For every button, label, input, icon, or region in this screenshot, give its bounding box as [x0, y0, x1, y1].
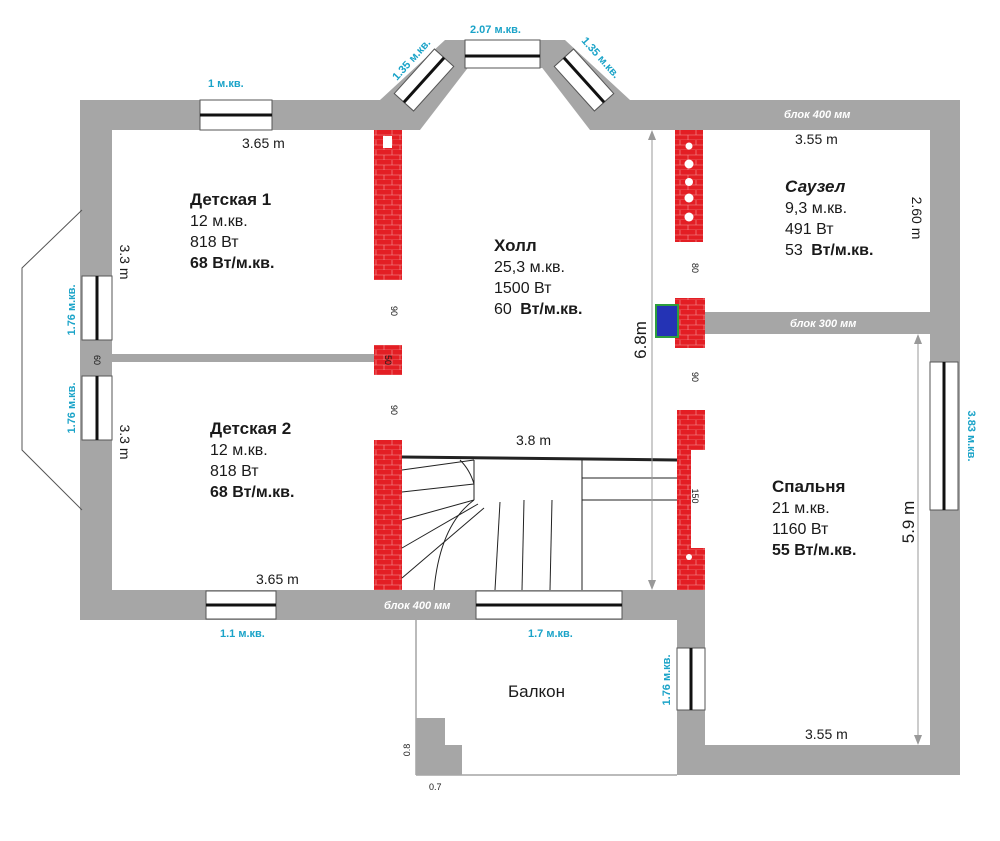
radiator-label-hall-small: 50 [383, 355, 393, 365]
room-hall-title: Холл [494, 236, 537, 255]
brick-column-bedroom-low [677, 548, 705, 590]
wall-bedroom-bottom [677, 745, 960, 775]
window-label-bay-center: 2.07 м.кв. [470, 24, 521, 36]
radiator-label-right-lower: 150 [690, 488, 700, 503]
windows [81, 39, 959, 711]
window-label-hall-bottom: 1.7 м.кв. [528, 628, 573, 640]
room-kids1-area: 12 м.кв. [190, 213, 248, 230]
window-hall-bottom[interactable] [475, 590, 623, 620]
dim-step-width: 0.7 [429, 782, 442, 792]
wall-inner-bath [700, 312, 930, 334]
window-bay-center[interactable] [464, 39, 541, 69]
window-label-kids1-top: 1 м.кв. [208, 78, 244, 90]
room-hall-area: 25,3 м.кв. [494, 259, 565, 276]
window-kids2-bottom[interactable] [205, 590, 277, 620]
room-kids2-title: Детская 2 [210, 419, 291, 438]
room-kids1-power: 818 Вт [190, 234, 239, 251]
room-bedroom-density: 55 Вт/м.кв. [772, 542, 856, 559]
balcony-outline [415, 620, 677, 776]
room-bath-density-value: 53 [785, 242, 803, 259]
room-bedroom-power: 1160 Вт [772, 521, 829, 538]
brick-column-hall-small [374, 345, 402, 375]
window-label-west-lower: 1.76 м.кв. [66, 383, 78, 434]
room-hall-power: 1500 Вт [494, 280, 552, 297]
bay-outline-west [21, 209, 83, 511]
dim-bath-width: 3.55 m [795, 131, 838, 147]
window-west-upper[interactable] [81, 275, 113, 341]
room-hall-density: 60 Вт/м.кв. [494, 301, 582, 318]
window-bedroom-east[interactable] [929, 361, 959, 511]
dimension-labels: 3.65 m 3.3 m 3.65 m 3.3 m 3.55 m 2.60 m … [117, 131, 925, 792]
room-bath-density-unit: Вт/м.кв. [811, 242, 873, 259]
room-bath-area: 9,3 м.кв. [785, 200, 847, 217]
dim-bath-height: 2.60 m [909, 197, 925, 240]
window-west-lower[interactable] [81, 375, 113, 441]
room-hall-density-value: 60 [494, 301, 512, 318]
radiator-label-hall-gap: 90 [389, 306, 399, 316]
room-bath-title: Саузел [785, 177, 846, 196]
room-kids1-title: Детская 1 [190, 190, 271, 209]
room-balcony-title: Балкон [508, 682, 565, 701]
room-hall: Холл 25,3 м.кв. 1500 Вт 60 Вт/м.кв. [494, 236, 582, 318]
wall-west [80, 100, 112, 620]
room-bedroom-area: 21 м.кв. [772, 500, 830, 517]
block-label-bottom: блок 400 мм [384, 600, 450, 612]
brick-column-bedroom [677, 410, 705, 450]
room-kids2-area: 12 м.кв. [210, 442, 268, 459]
radiator-label-west-gap: 60 [92, 355, 102, 365]
dim-kids2-width: 3.65 m [256, 571, 299, 587]
window-label-kids2-bottom: 1.1 м.кв. [220, 628, 265, 640]
dim-hall-height: 6.8m [631, 321, 650, 359]
dim-bedroom-height: 5.9 m [899, 501, 918, 544]
wall-kids-divider [112, 354, 374, 362]
room-kids1-density: 68 Вт/м.кв. [190, 255, 274, 272]
radiator-label-right-upper: 80 [690, 263, 700, 273]
window-bay-left[interactable] [393, 48, 455, 112]
room-bedroom: Спальня 21 м.кв. 1160 Вт 55 Вт/м.кв. [772, 477, 856, 559]
room-kids1: Детская 1 12 м.кв. 818 Вт 68 Вт/м.кв. [190, 190, 274, 272]
radiator-labels: 90 50 90 80 90 150 60 [92, 263, 700, 504]
window-label-bedroom-east: 3.83 м.кв. [965, 411, 977, 462]
dim-bedroom-width: 3.55 m [805, 726, 848, 742]
radiator-label-hall-gap2: 90 [389, 405, 399, 415]
boiler-icon [655, 304, 679, 338]
dim-stair-width: 3.8 m [516, 432, 551, 448]
brick-column-hall-upper [374, 130, 402, 280]
room-hall-density-unit: Вт/м.кв. [520, 301, 582, 318]
staircase [401, 455, 678, 591]
window-label-west-upper: 1.76 м.кв. [66, 285, 78, 336]
dim-kids1-width: 3.65 m [242, 135, 285, 151]
window-kids1-top[interactable] [199, 99, 273, 131]
room-bath-density: 53 Вт/м.кв. [785, 242, 873, 259]
dim-kids1-height: 3.3 m [117, 244, 133, 279]
dim-kids2-height: 3.3 m [117, 424, 133, 459]
dimension-lines [648, 130, 922, 745]
block-labels: блок 400 мм блок 300 мм блок 400 мм [384, 109, 856, 612]
window-bay-right[interactable] [553, 48, 615, 112]
balcony-step [416, 718, 462, 775]
walls [80, 40, 960, 775]
room-bath-power: 491 Вт [785, 221, 834, 238]
room-bedroom-title: Спальня [772, 477, 845, 496]
room-kids2-power: 818 Вт [210, 463, 259, 480]
room-kids2: Детская 2 12 м.кв. 818 Вт 68 Вт/м.кв. [210, 419, 294, 501]
dim-step-height: 0.8 [402, 744, 412, 757]
window-label-bedroom-west: 1.76 м.кв. [661, 655, 673, 706]
wall-top-right [600, 100, 960, 130]
block-label-inner: блок 300 мм [790, 318, 856, 330]
room-bath: Саузел 9,3 м.кв. 491 Вт 53 Вт/м.кв. [785, 177, 873, 259]
room-kids2-density: 68 Вт/м.кв. [210, 484, 294, 501]
radiators [374, 130, 705, 590]
block-label-top: блок 400 мм [784, 109, 850, 121]
radiator-label-right-mid: 90 [690, 372, 700, 382]
brick-column-bedroom-mid [677, 450, 691, 548]
brick-block-boiler [675, 298, 705, 348]
window-bedroom-west[interactable] [676, 647, 706, 711]
brick-column-hall-lower [374, 440, 402, 590]
bath-outlets [684, 142, 694, 222]
